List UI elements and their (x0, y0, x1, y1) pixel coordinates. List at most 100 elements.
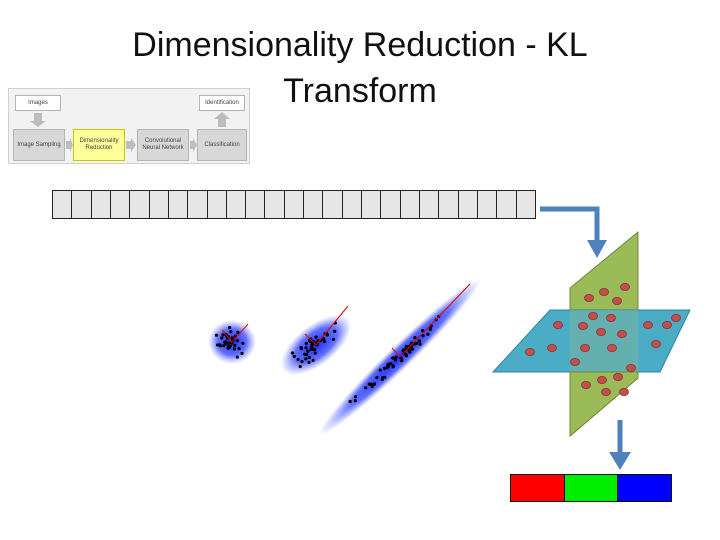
pipeline-image-sampling-box: Image Sampling (13, 129, 65, 161)
vector-cell (323, 191, 343, 218)
vector-cell (458, 191, 478, 218)
pipeline-arrow-right-1 (66, 138, 73, 152)
slide-title: Dimensionality Reduction - KL Transform (60, 22, 660, 114)
cluster-point (313, 351, 317, 355)
cluster-point (407, 349, 411, 353)
cluster-point (391, 356, 395, 360)
cluster-point (421, 328, 425, 333)
pipeline-identification-box: Identification (199, 95, 245, 111)
plane-point (601, 387, 611, 396)
cluster-point (382, 366, 387, 371)
cluster-point (386, 363, 390, 367)
pipeline-arrow-down (30, 113, 46, 127)
pipeline-arrow-right-2 (126, 138, 136, 152)
pipeline-images-box: Images (15, 95, 61, 111)
vector-cell (110, 191, 131, 218)
vector-cell (188, 191, 208, 218)
vector-cell (516, 191, 535, 218)
cluster-point (401, 349, 405, 353)
cluster-point (399, 359, 404, 363)
cluster-point (391, 364, 395, 368)
output-cell-blue (618, 475, 672, 501)
plane-point (597, 375, 607, 384)
plane-point (613, 372, 623, 381)
pipeline-thumbnail: Images Identification Image Sampling Dim… (8, 88, 250, 164)
cluster-point (417, 339, 421, 343)
cluster-point (235, 339, 240, 343)
vector-cell (477, 191, 498, 218)
cluster-point (394, 355, 398, 359)
plane-point (570, 357, 580, 366)
vector-cell (149, 191, 169, 218)
vector-cell (207, 191, 227, 218)
cluster-point (375, 376, 379, 380)
cluster-point (372, 382, 376, 386)
cluster-point (306, 349, 310, 353)
cluster-point (218, 344, 223, 348)
plane-point (619, 387, 629, 396)
cluster-point (230, 341, 234, 345)
title-line-1: Dimensionality Reduction - KL (132, 26, 588, 64)
cluster-point (309, 347, 313, 351)
vector-cell (342, 191, 362, 218)
cluster-point (389, 362, 393, 366)
cluster-point (415, 341, 419, 346)
transform-arrow-in-head (587, 240, 607, 258)
pipeline-dimensionality-reduction-box: Dimensionality Reduction (73, 129, 125, 161)
cluster-point (304, 341, 308, 346)
vector-cell (265, 191, 285, 218)
cluster-point (303, 352, 307, 356)
cluster-point (311, 358, 315, 362)
cluster-point (240, 351, 244, 356)
plane-point (525, 347, 535, 356)
cluster-point (228, 326, 232, 330)
plane-point (581, 380, 591, 389)
pipeline-classification-box: Classification (197, 129, 247, 161)
vector-cell (226, 191, 247, 218)
plane-point (612, 296, 622, 305)
vector-cell (246, 191, 266, 218)
cluster-point (233, 343, 237, 347)
cluster-point (300, 359, 304, 364)
cluster-point (404, 348, 408, 352)
cluster-point (290, 351, 295, 355)
cluster-point (220, 336, 224, 340)
cluster-point (228, 345, 232, 349)
cluster-point (216, 343, 220, 347)
cluster-point (221, 333, 225, 337)
cluster-point (353, 395, 358, 399)
cluster-point (426, 332, 430, 336)
plane-point (620, 282, 630, 291)
cluster-point (232, 347, 236, 351)
cluster-point (385, 365, 389, 369)
cluster-point (223, 340, 227, 344)
cluster-point (292, 354, 296, 358)
transform-arrow-in (540, 206, 600, 244)
input-feature-vector (52, 190, 536, 219)
cluster-point (321, 337, 325, 341)
plane-point (584, 293, 594, 302)
vector-cell (419, 191, 440, 218)
plane-point (578, 321, 588, 330)
vector-cell (53, 191, 73, 218)
cluster-point (378, 368, 382, 372)
cluster-point (381, 376, 385, 380)
plane-point (651, 339, 661, 348)
plane-point (662, 320, 672, 329)
cluster-point (236, 330, 240, 335)
pipeline-arrows (30, 112, 230, 152)
cluster-point (364, 386, 368, 390)
vector-cell (168, 191, 189, 218)
cluster-points (214, 315, 441, 404)
cluster-point (241, 341, 245, 345)
cluster-point (393, 358, 398, 362)
vector-cell (497, 191, 517, 218)
cluster-point (214, 333, 219, 337)
output-cell-green (564, 475, 619, 501)
output-cell-red (511, 475, 565, 501)
transform-arrow-out-head (609, 452, 631, 470)
cluster-point (314, 335, 318, 339)
plane-point (606, 313, 616, 322)
pipeline-cnn-box: Convolutional Neural Network (137, 129, 189, 161)
